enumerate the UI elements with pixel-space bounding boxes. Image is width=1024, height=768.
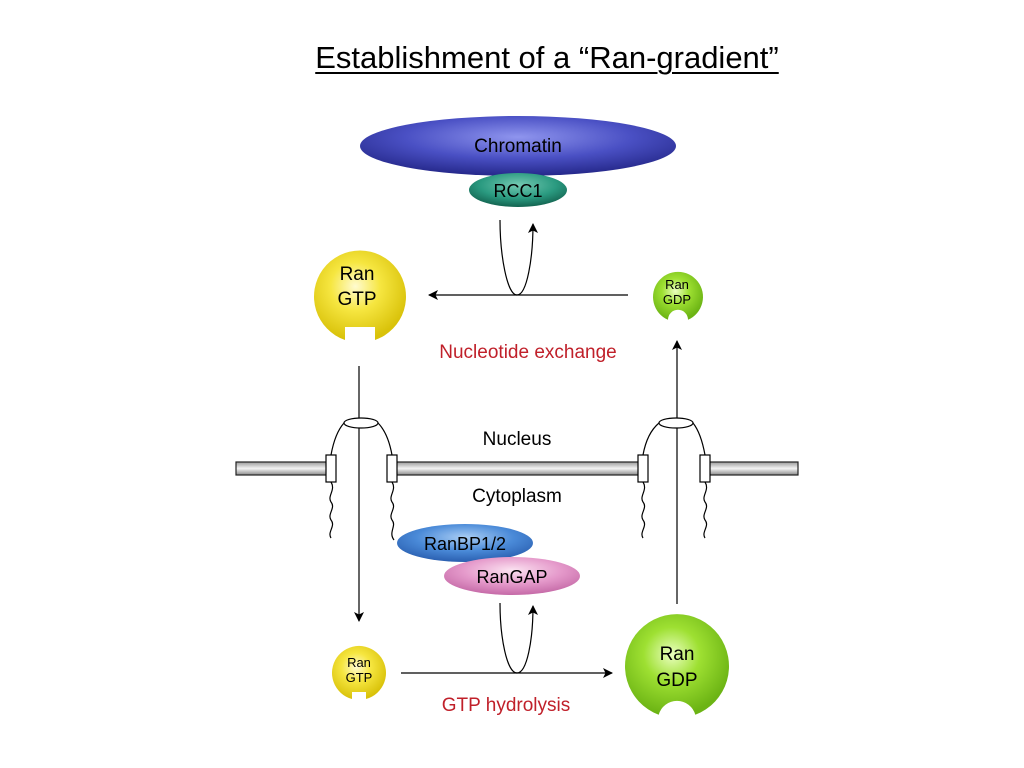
- nuclear-pore-left: [325, 417, 398, 541]
- ran-gtp-nucleus-label-1: Ran: [340, 264, 375, 285]
- chromatin-label: Chromatin: [474, 136, 562, 157]
- nuclear-membrane-left: [235, 461, 333, 476]
- ranbp-label: RanBP1/2: [424, 534, 506, 554]
- ran-gdp-cyto-label-2: GDP: [656, 670, 697, 691]
- cytoplasm-label: Cytoplasm: [472, 486, 562, 507]
- slide-title: Establishment of a “Ran-gradient”: [315, 40, 779, 75]
- ran-gdp-nucleus-shape: [652, 271, 703, 320]
- rcc1-label: RCC1: [493, 181, 542, 201]
- rangap-hydrolysis-loop: [499, 602, 538, 674]
- gtp-hydrolysis-label: GTP hydrolysis: [442, 695, 570, 716]
- ran-gdp-cyto-label-1: Ran: [660, 644, 695, 665]
- rcc1-ellipse: [469, 173, 567, 207]
- nucleotide-exchange-label: Nucleotide exchange: [439, 342, 616, 363]
- ran-gtp-cyto-label-2: GTP: [346, 670, 373, 685]
- ran-gdp-nucleus-label-2: GDP: [663, 292, 691, 307]
- nuclear-membrane-middle: [391, 461, 643, 476]
- ran-gtp-nucleus-shape: [314, 250, 406, 340]
- rcc1-exchange-loop: [499, 219, 538, 296]
- ran-gdp-nucleus-label-1: Ran: [665, 277, 689, 292]
- nuclear-membrane-right: [703, 461, 799, 476]
- ran-gdp-cyto-shape: [625, 614, 730, 715]
- rangap-label: RanGAP: [476, 567, 547, 587]
- ran-gtp-cyto-shape: [331, 645, 386, 699]
- chromatin-ellipse: [360, 116, 676, 176]
- ran-gtp-cyto-label-1: Ran: [347, 655, 371, 670]
- ran-gtp-nucleus-label-2: GTP: [337, 289, 376, 310]
- rangap-ellipse: [444, 557, 580, 595]
- ranbp-ellipse: [397, 524, 533, 562]
- nucleus-label: Nucleus: [483, 429, 552, 450]
- nuclear-pore-right: [637, 417, 711, 539]
